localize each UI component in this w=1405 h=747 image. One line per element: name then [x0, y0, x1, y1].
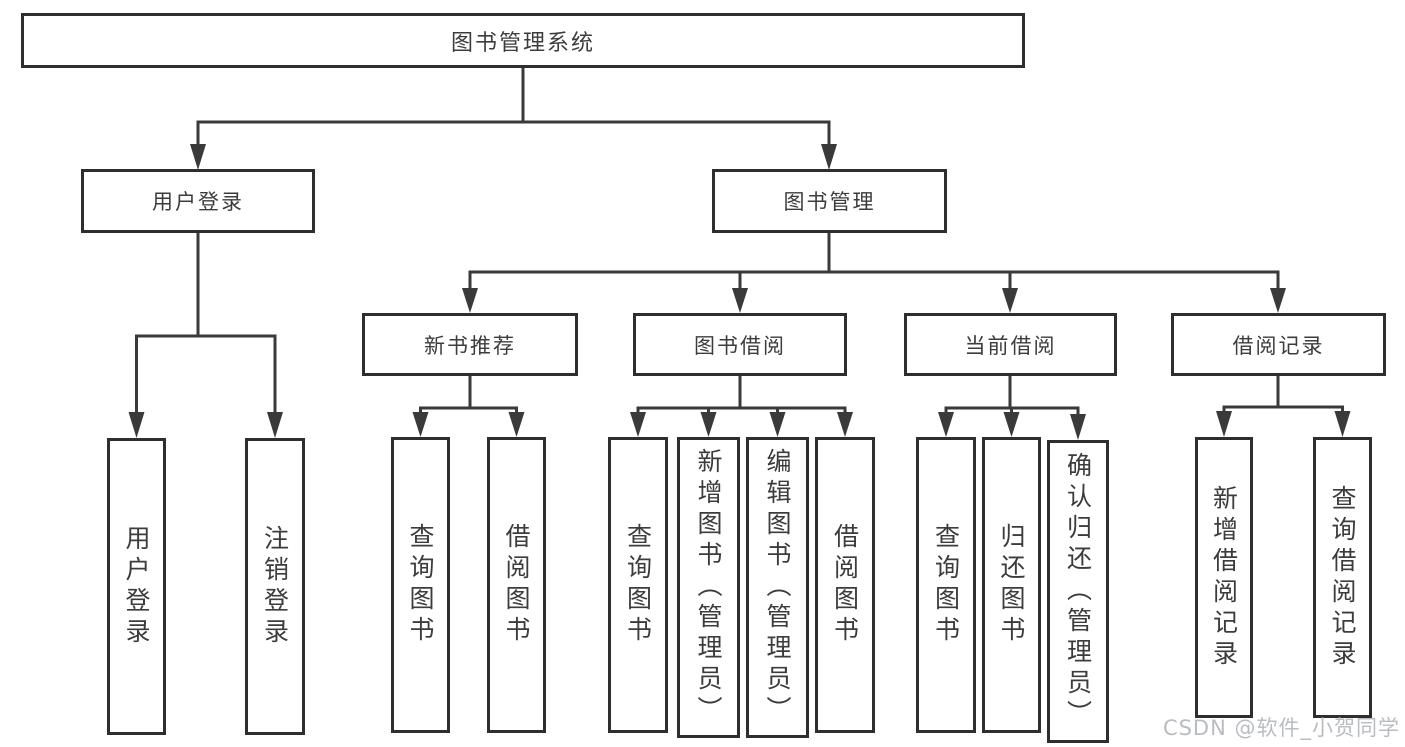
- current-borrow-node: 当前借阅: [904, 313, 1117, 376]
- arrowhead: [1070, 414, 1086, 440]
- arrowhead: [190, 144, 206, 170]
- leaf-borrow-edit-books-admin: 编辑图书（管理员）: [746, 437, 809, 738]
- arrowhead: [837, 412, 853, 437]
- book-management-node: 图书管理: [712, 169, 947, 233]
- leaf-user-login: 用户登录: [107, 438, 166, 735]
- edges-login-to-leaves: [128, 231, 283, 438]
- edges-root-to-level2: [190, 66, 837, 170]
- leaf-logout: 注销登录: [245, 438, 305, 735]
- arrowhead: [508, 412, 525, 437]
- leaf-current-query-books: 查询图书: [916, 437, 976, 733]
- arrowhead: [1334, 411, 1351, 437]
- leaf-rec-borrow-books: 借阅图书: [487, 437, 546, 733]
- leaf-borrow-query-books: 查询图书: [608, 437, 668, 733]
- leaf-records-add-record: 新增借阅记录: [1195, 437, 1253, 718]
- csdn-watermark: CSDN @软件_小贺同学: [1162, 716, 1400, 740]
- edges-rec-to-leaves: [412, 374, 525, 437]
- edges-records-to-leaves: [1216, 374, 1351, 437]
- leaf-current-return-books: 归还图书: [982, 437, 1041, 733]
- leaf-records-query-record: 查询借阅记录: [1313, 437, 1372, 718]
- arrowhead: [1216, 411, 1232, 437]
- user-login-node: 用户登录: [81, 169, 315, 233]
- edges-mgmt-to-modules: [462, 231, 1286, 313]
- edges-borrow-to-leaves: [630, 374, 853, 437]
- arrowhead: [128, 412, 145, 438]
- new-book-recommend-node: 新书推荐: [362, 313, 578, 376]
- leaf-borrow-add-books-admin: 新增图书（管理员）: [677, 437, 740, 738]
- arrowhead: [732, 288, 748, 313]
- leaf-rec-query-books: 查询图书: [391, 437, 450, 733]
- arrowhead: [769, 412, 786, 437]
- arrowhead: [1003, 412, 1020, 437]
- leaf-current-confirm-return-admin: 确认归还（管理员）: [1047, 440, 1109, 743]
- arrowhead: [700, 412, 717, 437]
- arrowhead: [630, 412, 646, 437]
- arrowhead: [821, 144, 837, 170]
- book-borrow-node: 图书借阅: [633, 313, 847, 376]
- arrowhead: [412, 412, 429, 437]
- arrowhead: [462, 288, 478, 313]
- system-root-node: 图书管理系统: [21, 13, 1025, 68]
- arrowhead: [1270, 288, 1286, 313]
- leaf-borrow-borrow-books: 借阅图书: [815, 437, 875, 733]
- borrow-records-node: 借阅记录: [1171, 313, 1386, 376]
- arrowhead: [1002, 288, 1018, 313]
- arrowhead: [938, 412, 954, 437]
- arrowhead: [267, 412, 283, 438]
- edges-current-to-leaves: [938, 374, 1086, 440]
